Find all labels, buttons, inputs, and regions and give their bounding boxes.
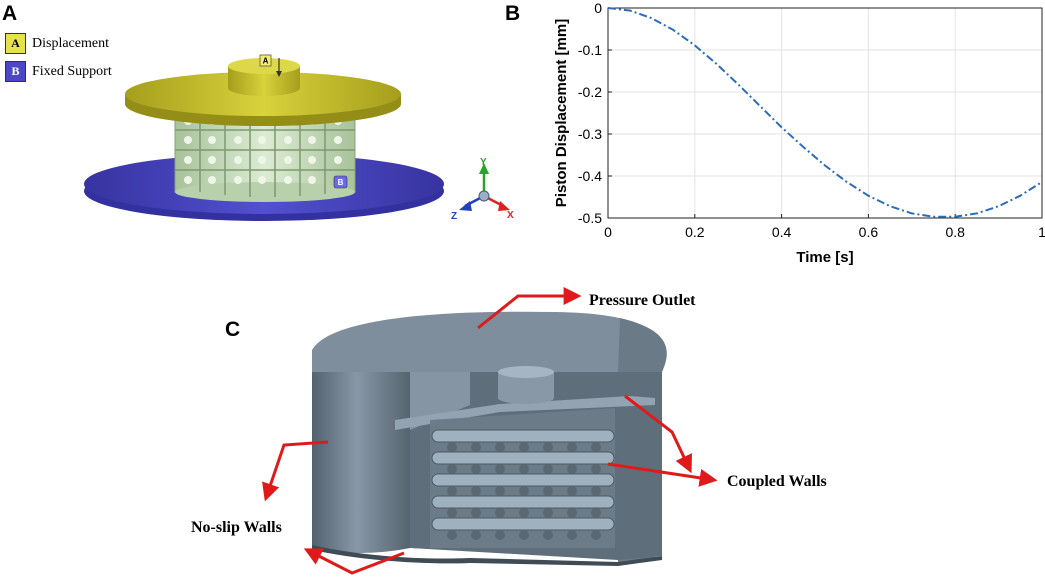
triad-y-label: Y	[480, 157, 487, 168]
chart-ticks: 0 0.2 0.4 0.6 0.8 1 0 -0.1 -0.2 -0.3 -0.4 -0.5	[578, 0, 1045, 240]
chart-x-axis-label: Time [s]	[796, 249, 853, 266]
legend-fixed-support: B Fixed Support	[5, 61, 112, 82]
model-a: A B	[84, 54, 444, 221]
chart-x-tick-label: 0.2	[685, 224, 705, 240]
lattice-specimen	[174, 111, 356, 202]
chart-y-tick-label: -0.2	[578, 84, 602, 100]
legend-displacement: A Displacement	[5, 33, 109, 54]
fluid-domain-model	[312, 311, 667, 566]
label-coupled-walls: Coupled Walls	[727, 473, 827, 490]
chart-x-tick-label: 0.4	[772, 224, 792, 240]
displacement-chart: 0 0.2 0.4 0.6 0.8 1 0 -0.1 -0.2 -0.3 -0.4 -0.5 Time…	[553, 0, 1045, 266]
chart-y-tick-label: -0.5	[578, 210, 602, 226]
annotation-arrows	[262, 287, 718, 575]
chart-y-axis-label: Piston Displacement [mm]	[553, 19, 570, 207]
legend-badge-a: A	[5, 33, 26, 54]
chart-x-tick-label: 0	[604, 224, 612, 240]
chart-x-tick-label: 0.8	[945, 224, 965, 240]
chart-grid	[607, 7, 1043, 219]
chart-series-line	[607, 7, 1043, 218]
triad-z-label: Z	[451, 211, 457, 222]
coordinate-triad: Y X Z	[451, 157, 514, 222]
chart-y-tick-label: -0.1	[578, 42, 602, 58]
marker-b: B	[333, 175, 348, 189]
panel-letter-a: A	[2, 2, 18, 25]
legend-label-fixed-support: Fixed Support	[32, 63, 112, 79]
svg-text:B: B	[338, 178, 344, 187]
arrow-coupled-walls-2	[607, 462, 718, 487]
arrow-coupled-walls-1	[624, 394, 692, 474]
svg-text:A: A	[263, 57, 269, 66]
panel-letter-b: B	[505, 2, 521, 25]
chart-x-tick-label: 0.6	[859, 224, 879, 240]
label-pressure-outlet: Pressure Outlet	[589, 292, 696, 309]
chart-y-tick-label: 0	[594, 0, 602, 16]
arrow-pressure-outlet	[477, 287, 582, 330]
arrow-no-slip-walls-1	[262, 440, 329, 502]
triad-x-label: X	[507, 210, 514, 221]
label-no-slip-walls: No-slip Walls	[191, 519, 282, 536]
displacement-piston	[125, 58, 401, 126]
marker-a: A	[259, 54, 282, 77]
chart-plot-frame	[607, 7, 1043, 219]
chart-y-tick-label: -0.4	[578, 168, 602, 184]
legend-badge-b: B	[5, 61, 26, 82]
arrow-no-slip-walls-2	[303, 548, 405, 575]
panel-letter-c: C	[225, 318, 241, 341]
legend-label-displacement: Displacement	[32, 35, 109, 51]
chart-x-tick-label: 1	[1038, 224, 1045, 240]
chart-y-tick-label: -0.3	[578, 126, 602, 142]
